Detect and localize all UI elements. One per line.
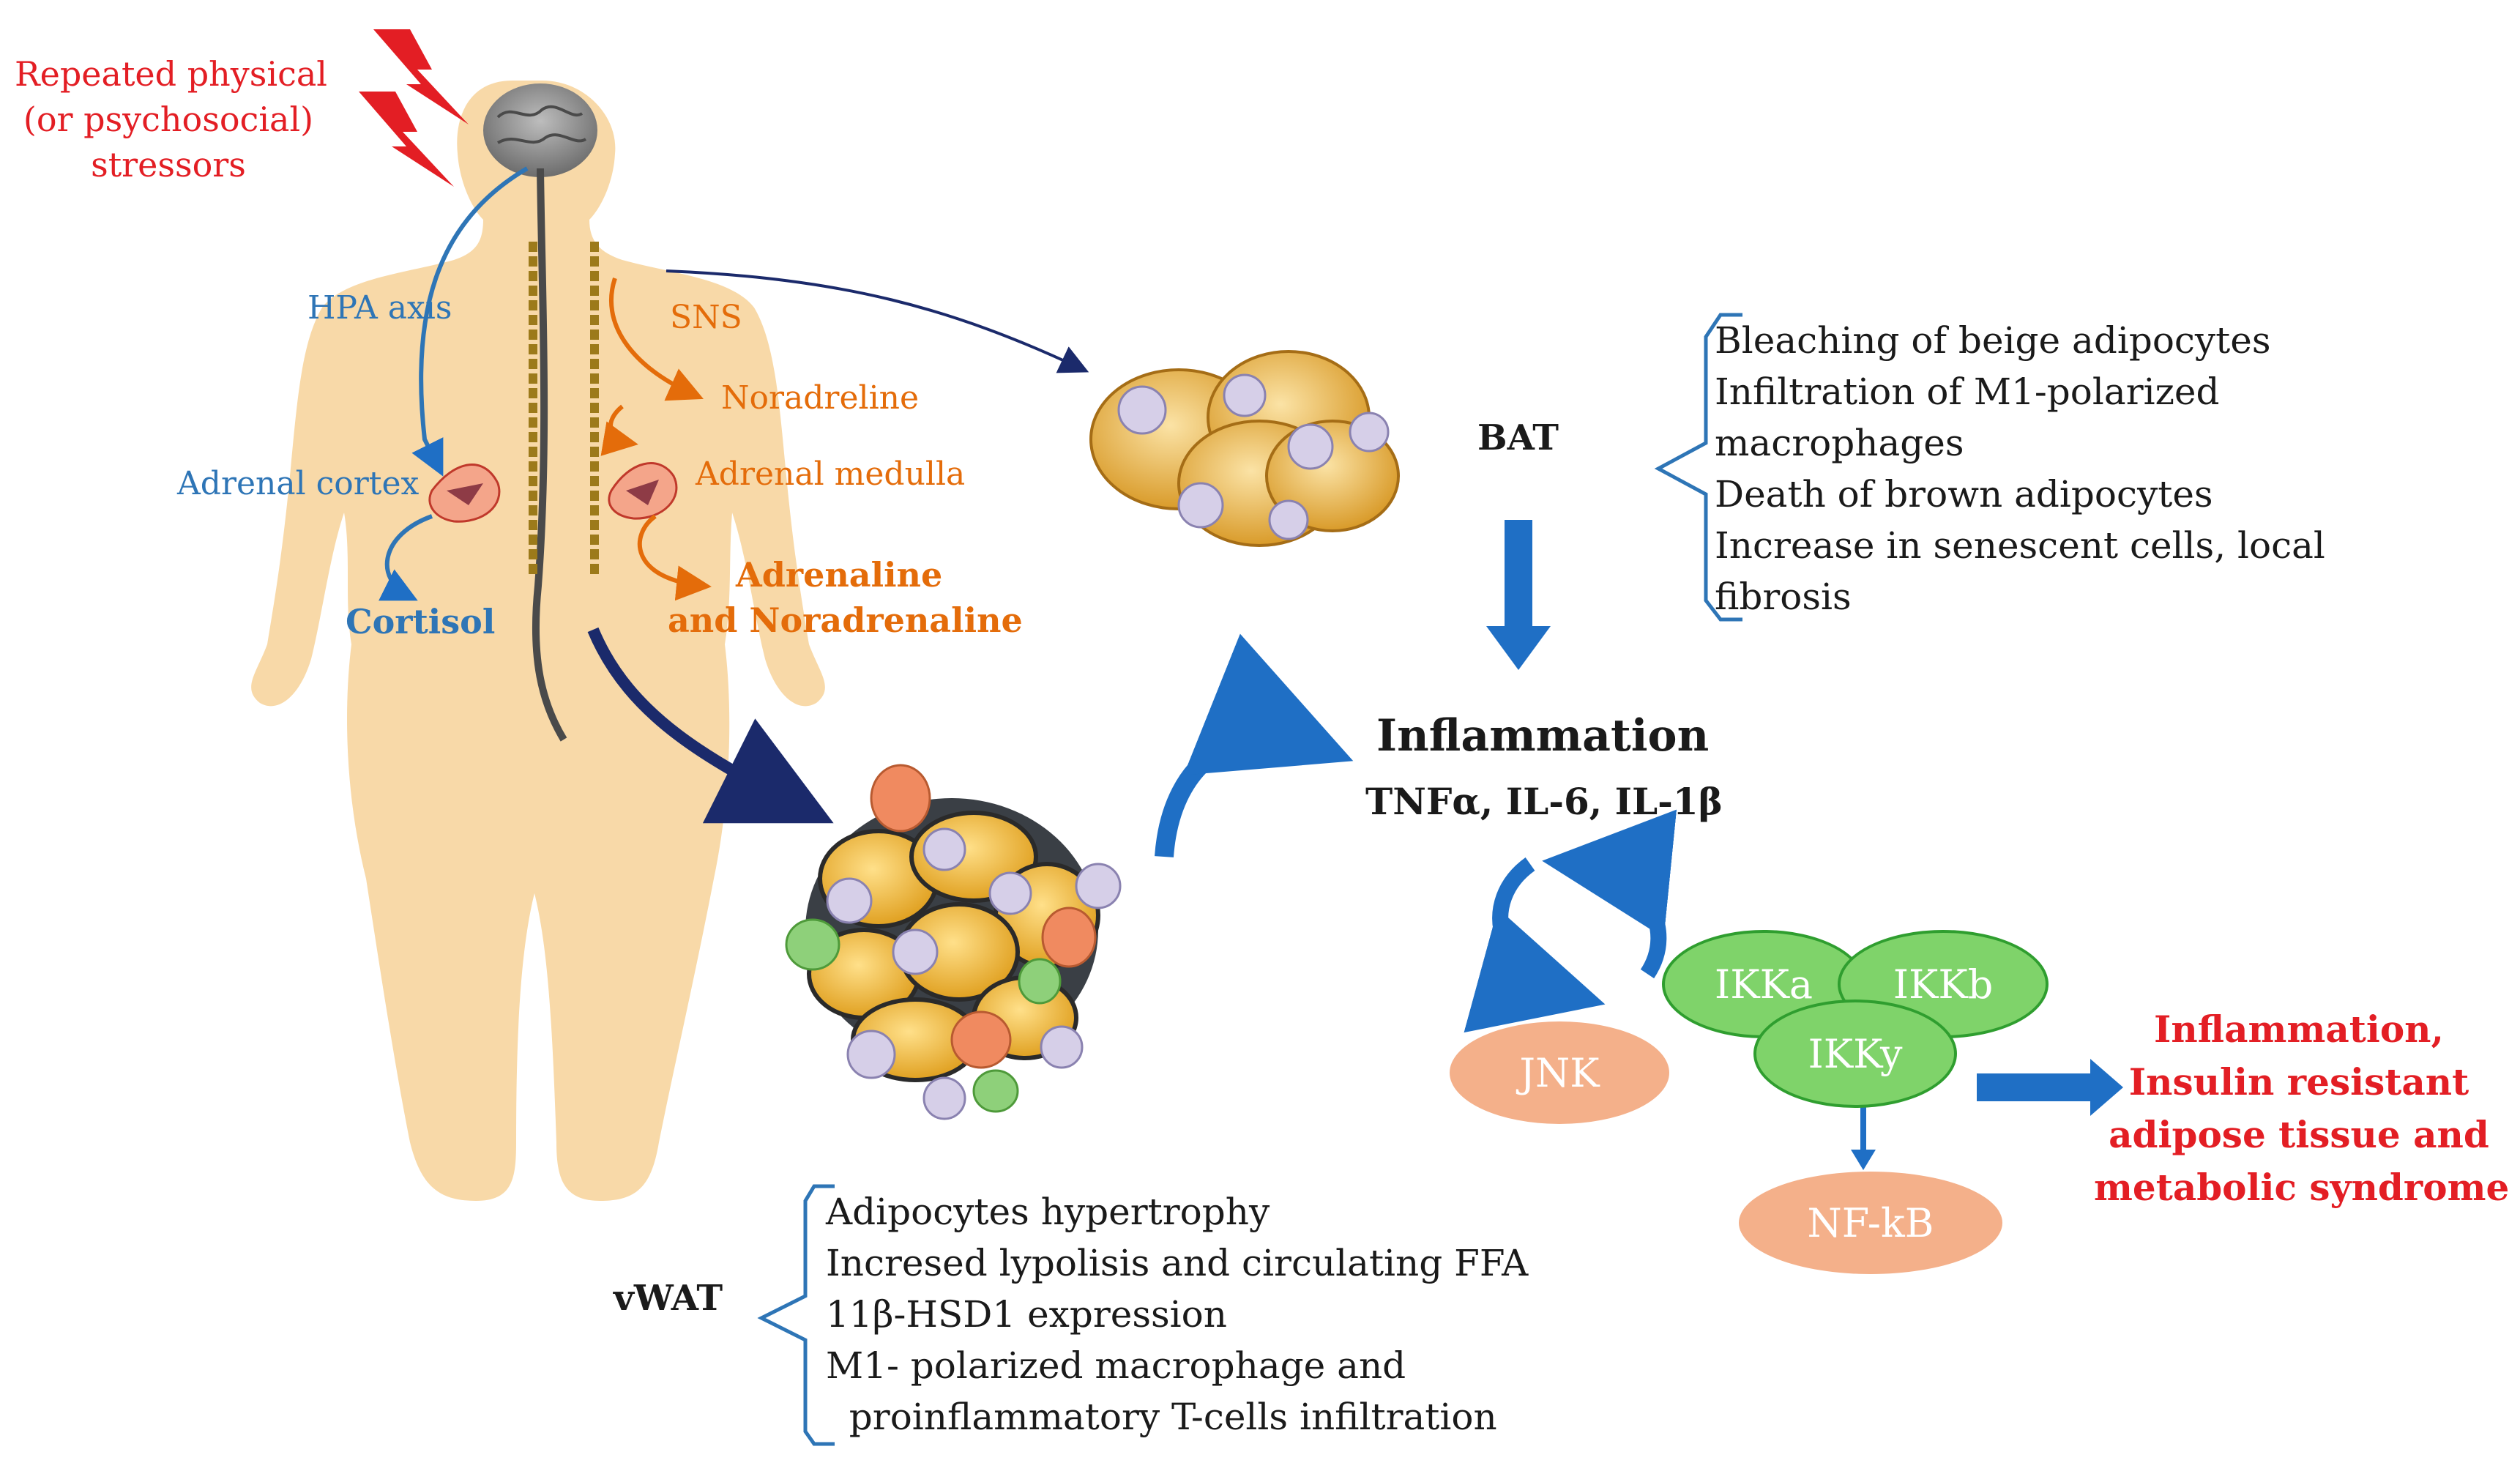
stressor-line-1: Repeated physical bbox=[15, 54, 328, 94]
adrenal-cortex-label: Adrenal cortex bbox=[177, 465, 420, 502]
stressor-line-3: stressors bbox=[91, 145, 246, 185]
adrenaline-label-line-2: and Noradrenaline bbox=[668, 600, 1023, 640]
sns-label: SNS bbox=[670, 299, 742, 336]
cycle-arrow-right bbox=[1542, 809, 1677, 979]
stressor-label: Repeated physical (or psychosocial) stre… bbox=[15, 51, 328, 187]
adrenal-gland-left bbox=[428, 464, 501, 523]
outcome-label: Inflammation, Insulin resistant adipose … bbox=[2094, 1003, 2510, 1214]
vwat-label: vWAT bbox=[614, 1278, 723, 1319]
outcome-line-3: adipose tissue and bbox=[2109, 1113, 2489, 1156]
outcome-line-4: metabolic syndrome bbox=[2094, 1166, 2510, 1209]
nfkb-label: NF-kB bbox=[1807, 1199, 1934, 1246]
bat-effect-item: Death of brown adipocytes bbox=[1715, 473, 2213, 515]
cortisol-arrow bbox=[379, 514, 433, 601]
bat-bracket bbox=[1654, 313, 1742, 622]
vwat-tissue-icon bbox=[785, 764, 1122, 1120]
bat-tissue-icon bbox=[1089, 350, 1400, 547]
ikkb-label: IKKb bbox=[1893, 961, 1994, 1008]
sns-to-adrenal-arrow bbox=[600, 404, 638, 456]
bat-effect-item: Increase in senescent cells, local bbox=[1715, 524, 2325, 567]
vwat-bracket bbox=[757, 1184, 835, 1446]
vwat-effect-item: proinflammatory T-cells infiltration bbox=[826, 1396, 1497, 1438]
adrenaline-label-line-1: Adrenaline bbox=[736, 555, 943, 595]
jnk-node: JNK bbox=[1450, 1021, 1669, 1124]
sns-to-bat-arrow bbox=[666, 269, 1089, 373]
jnk-label: JNK bbox=[1519, 1049, 1600, 1096]
hpa-axis-label: HPA axis bbox=[307, 289, 452, 327]
outcome-line-1: Inflammation, bbox=[2154, 1008, 2444, 1051]
vwat-effect-item: Adipocytes hypertrophy bbox=[826, 1191, 1270, 1233]
bat-effect-item: fibrosis bbox=[1715, 576, 1852, 618]
ikky-node: IKKy bbox=[1753, 999, 1957, 1108]
outcome-line-2: Insulin resistant bbox=[2128, 1060, 2469, 1103]
ikk-to-outcome-arrow bbox=[1977, 1059, 2123, 1116]
ikka-label: IKKa bbox=[1714, 961, 1813, 1008]
spinal-cord bbox=[532, 168, 567, 742]
bat-effect-item: Infiltration of M1-polarized bbox=[1715, 371, 2220, 413]
cycle-arrow-left bbox=[1464, 857, 1606, 1033]
lightning-bolt-icon bbox=[359, 29, 469, 187]
bat-effect-item: Bleaching of beige adipocytes bbox=[1715, 319, 2271, 362]
bat-effects-list: Bleaching of beige adipocytes Infiltrati… bbox=[1715, 315, 2325, 622]
bat-effect-item: macrophages bbox=[1715, 422, 1964, 464]
sns-to-noradreline-arrow bbox=[609, 278, 704, 401]
vwat-effect-item: 11β-HSD1 expression bbox=[826, 1293, 1227, 1336]
nfkb-node: NF-kB bbox=[1739, 1172, 2002, 1274]
vwat-effect-item: Incresed lypolisis and circulating FFA bbox=[826, 1242, 1529, 1284]
ikka-node: IKKa bbox=[1662, 930, 1865, 1038]
bat-to-inflammation-arrow bbox=[1486, 520, 1551, 670]
adrenal-to-adrenaline-arrow bbox=[637, 514, 712, 601]
noradreline-label: Noradreline bbox=[721, 379, 920, 417]
ikky-label: IKKy bbox=[1808, 1030, 1903, 1077]
adrenal-medulla-label: Adrenal medulla bbox=[696, 455, 966, 493]
cytokines-label: TNFα, IL-6, IL-1β bbox=[1365, 780, 1723, 823]
hpa-axis-arrow bbox=[411, 166, 529, 477]
vwat-to-inflammation-arrow bbox=[1155, 633, 1354, 857]
bat-label: BAT bbox=[1477, 417, 1559, 458]
inflammation-title: Inflammation bbox=[1376, 710, 1710, 762]
adrenal-gland-right bbox=[608, 462, 678, 520]
vwat-effect-item: M1- polarized macrophage and bbox=[826, 1344, 1406, 1387]
stressor-line-2: (or psychosocial) bbox=[23, 100, 314, 139]
cortisol-label: Cortisol bbox=[346, 602, 496, 641]
body-to-vwat-arrow bbox=[587, 627, 834, 824]
brain-icon bbox=[483, 83, 597, 177]
ikk-to-nfkb-arrow bbox=[1851, 1102, 1876, 1170]
vwat-effects-list: Adipocytes hypertrophy Incresed lypolisi… bbox=[826, 1186, 1528, 1442]
